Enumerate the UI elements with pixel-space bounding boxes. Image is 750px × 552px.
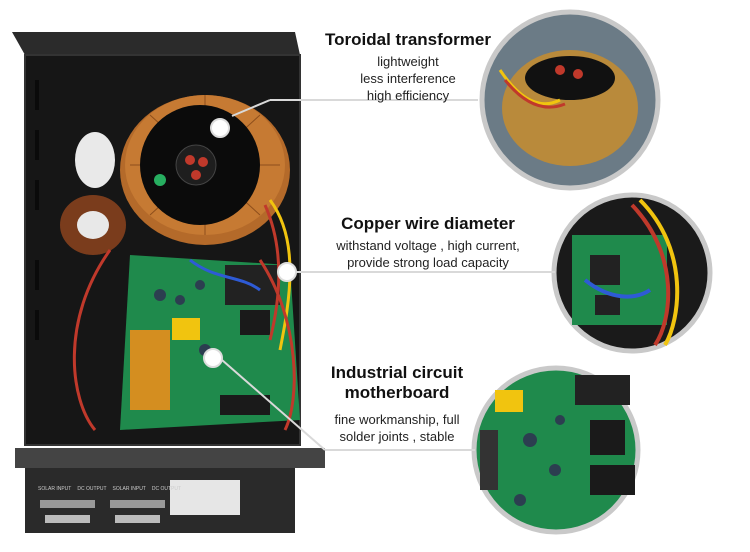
front-panel [15,448,325,533]
callout-line: fine workmanship, full [334,412,460,427]
panel-label: SOLAR INPUT [38,486,72,492]
callout-title: Industrial circuit [330,363,464,382]
pointer-dots [203,118,297,368]
callout-line: high efficiency [366,88,450,103]
panel-label: DC OUTPUT [151,486,182,492]
toroidal-transformer [120,95,290,245]
zoom-circle-transformer [479,9,661,191]
pointer-lines [221,99,555,451]
callout-line: withstand voltage , high current, [336,238,520,253]
callout-line: provide strong load capacity [347,255,509,270]
callout-title: motherboard [344,383,450,402]
callout-line: lightweight [377,54,439,69]
panel-label: DC OUTPUT [77,486,107,492]
zoom-circle-motherboard [471,365,641,535]
zoom-circle-copper-wire [551,192,713,354]
panel-label: SOLAR INPUT [112,486,146,492]
callout-copper-wire: Copper wire diameter withstand voltage ,… [318,214,538,271]
callout-line: less interference [360,71,456,86]
callout-line: solder joints , stable [339,429,455,444]
callout-toroidal-transformer: Toroidal transformer lightweight less in… [318,30,498,104]
callout-title: Toroidal transformer [325,30,491,49]
callout-title: Copper wire diameter [341,214,515,233]
callout-motherboard: Industrial circuit motherboard fine work… [322,363,472,445]
inductor-coil [60,132,126,255]
panel-labels: SOLAR INPUT DC OUTPUT SOLAR INPUT DC OUT… [38,486,182,492]
circuit-board [120,255,300,430]
